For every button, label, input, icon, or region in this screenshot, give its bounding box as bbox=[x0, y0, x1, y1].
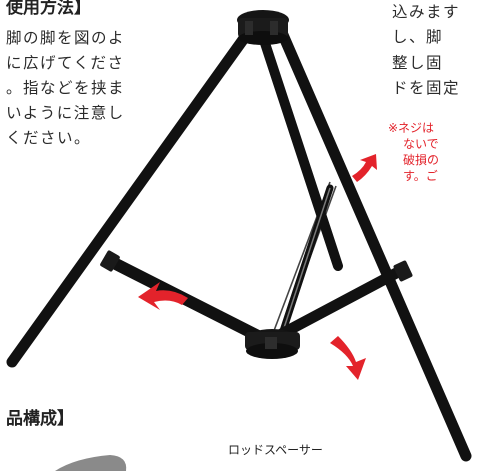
usage-line: 。指などを挟ま bbox=[6, 79, 126, 97]
right-arm bbox=[268, 264, 408, 344]
left-leg bbox=[6, 24, 256, 368]
usage-line: いように注意し bbox=[6, 104, 125, 122]
caution-line: す。ご bbox=[403, 169, 438, 183]
center-hub bbox=[245, 329, 300, 359]
usage-heading: 使用方法】 bbox=[6, 0, 91, 18]
caution-line: 破損の bbox=[403, 153, 440, 167]
fixing-line: ドを固定 bbox=[392, 79, 461, 97]
fixing-line: 込みます bbox=[392, 3, 461, 21]
fixing-line: 整し固 bbox=[392, 54, 444, 72]
caution-line: ないで bbox=[403, 137, 439, 151]
parts-heading: 品構成】 bbox=[6, 409, 74, 429]
rod-spacer-label: ロッドスペーサー bbox=[228, 443, 323, 457]
stand-legs bbox=[6, 22, 472, 462]
left-arm bbox=[106, 256, 268, 344]
top-hub bbox=[237, 10, 289, 45]
back-leg bbox=[257, 29, 343, 271]
folding-arms bbox=[106, 256, 408, 344]
right-leg bbox=[274, 22, 472, 462]
caution-line: ※ネジは bbox=[388, 121, 435, 135]
top-right-rotate-arrow bbox=[352, 154, 377, 182]
joint-collars bbox=[100, 250, 413, 282]
fixing-line: し、脚 bbox=[392, 28, 444, 46]
part-thumbnail bbox=[55, 455, 127, 471]
usage-line: 脚の脚を図のよ bbox=[6, 29, 126, 47]
usage-line: ください。 bbox=[6, 129, 92, 147]
left-rotate-arrow bbox=[138, 282, 188, 310]
rotation-arrows bbox=[138, 154, 377, 380]
bottom-rotate-arrow bbox=[330, 336, 366, 380]
rod-spacer bbox=[278, 184, 334, 338]
usage-line: に広げてくださ bbox=[6, 54, 125, 72]
